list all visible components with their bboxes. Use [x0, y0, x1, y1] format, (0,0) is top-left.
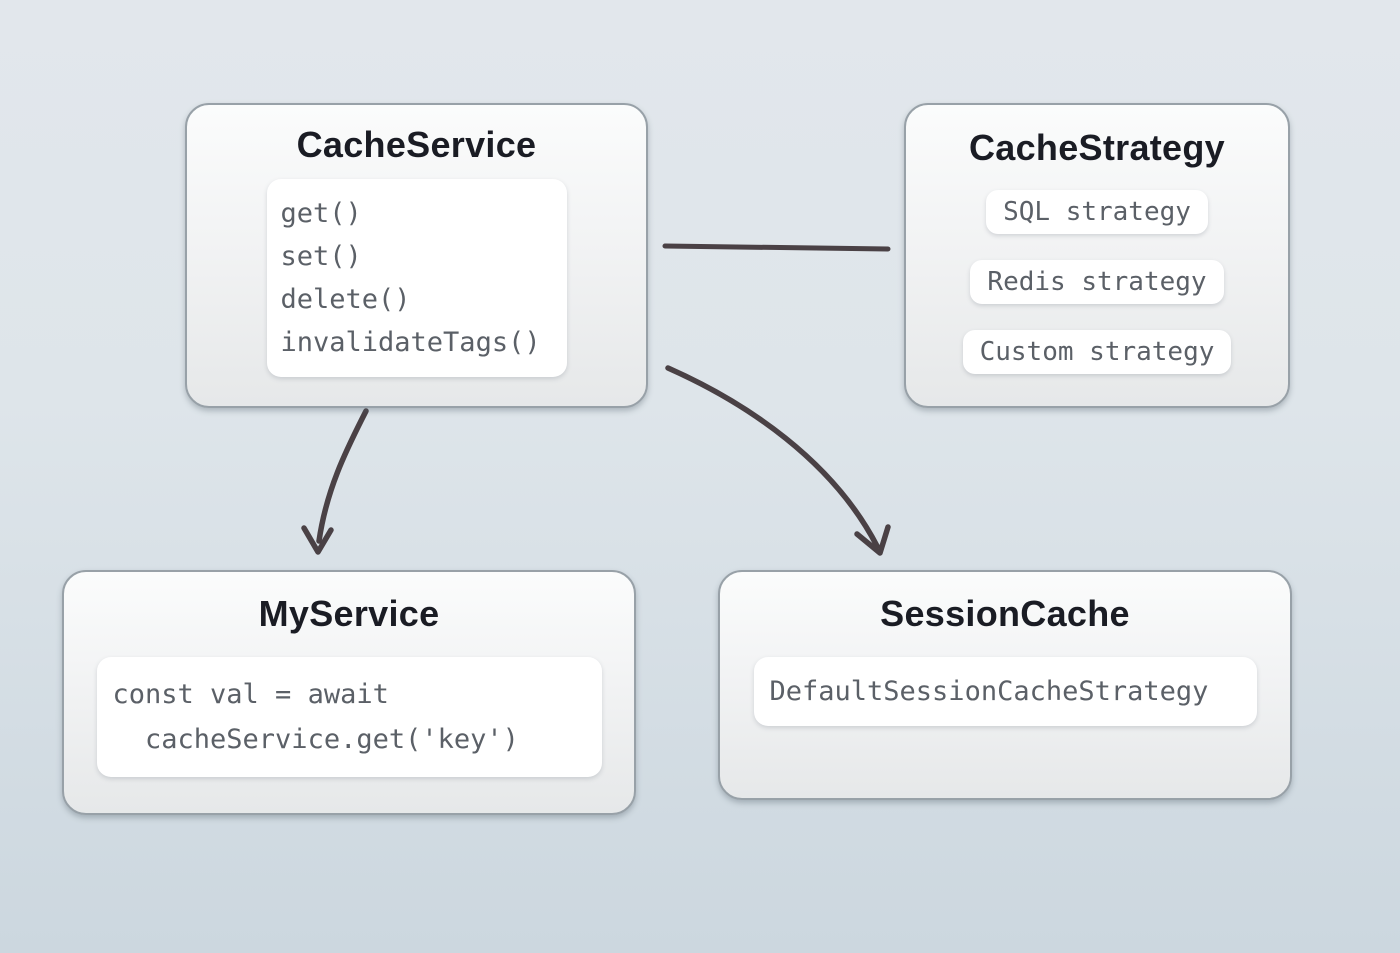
strategy-pill-list: SQL strategy Redis strategy Custom strat…: [906, 190, 1288, 374]
method-get: get(): [280, 198, 362, 229]
node-title-session-cache: SessionCache: [880, 593, 1130, 634]
code-line-1: const val = await: [112, 679, 389, 710]
session-cache-strategy-box: DefaultSessionCacheStrategy: [753, 657, 1257, 726]
method-delete: delete(): [280, 284, 411, 315]
default-session-cache-strategy-label: DefaultSessionCacheStrategy: [769, 676, 1209, 707]
my-service-code-box: const val = await cacheService.get('key'…: [96, 657, 602, 777]
connector-cacheservice-sessioncache-arrowhead-icon: [854, 524, 891, 556]
strategy-pill-custom: Custom strategy: [962, 330, 1232, 374]
cache-service-methods-box: get() set() delete() invalidateTags(): [266, 179, 567, 377]
method-set: set(): [280, 241, 362, 272]
connector-cacheservice-sessioncache-shaft: [665, 365, 880, 549]
node-title-cache-service: CacheService: [296, 124, 537, 165]
connector-cacheservice-myservice-shaft: [316, 408, 369, 544]
node-cache-service: CacheService get() set() delete() invali…: [185, 103, 648, 408]
node-session-cache: SessionCache DefaultSessionCacheStrategy: [718, 570, 1292, 800]
code-line-2: cacheService.get('key'): [112, 724, 519, 755]
strategy-pill-redis: Redis strategy: [970, 260, 1224, 304]
connector-cacheservice-myservice-arrowhead-icon: [301, 525, 334, 555]
connector-cacheservice-cachestrategy-line: [662, 243, 891, 252]
node-title-my-service: MyService: [258, 593, 440, 634]
node-my-service: MyService const val = await cacheService…: [62, 570, 636, 815]
node-cache-strategy: CacheStrategy SQL strategy Redis strateg…: [904, 103, 1290, 408]
method-invalidate-tags: invalidateTags(): [280, 327, 541, 358]
strategy-pill-sql: SQL strategy: [986, 190, 1208, 234]
node-title-cache-strategy: CacheStrategy: [968, 127, 1225, 168]
